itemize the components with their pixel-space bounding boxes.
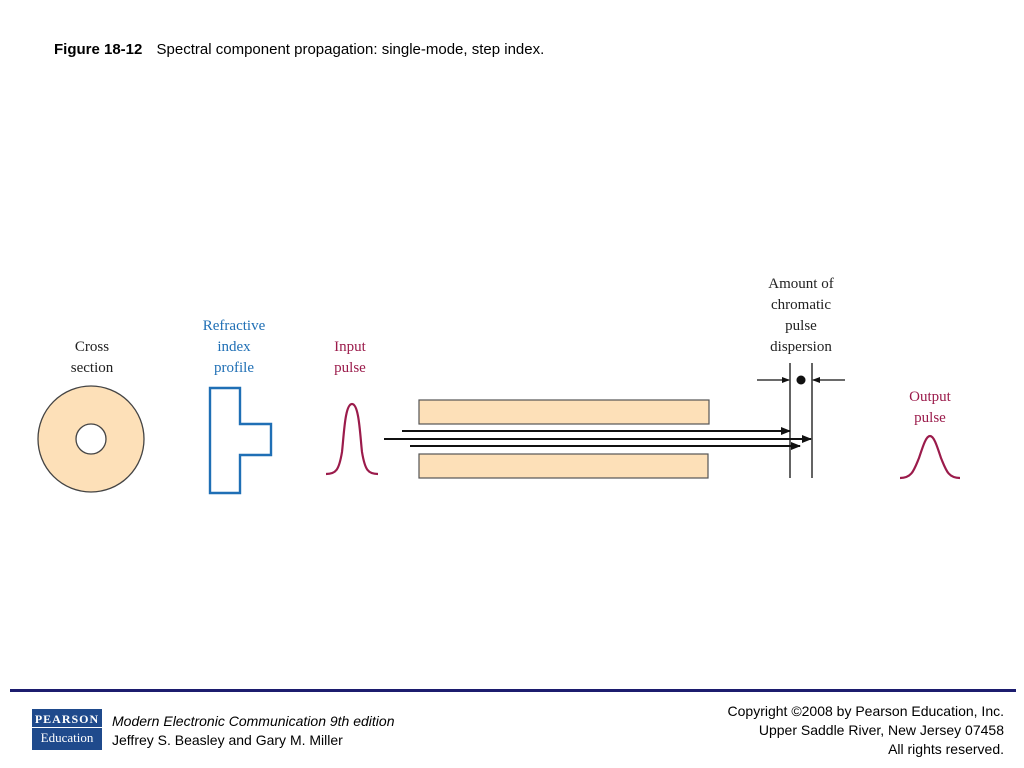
cross-section-label-line2: section — [71, 360, 114, 376]
figure-number: Figure 18-12 — [54, 41, 143, 58]
fiber-lower-cladding — [418, 453, 709, 479]
figure-caption: Figure 18-12 Spectral component propagat… — [54, 41, 544, 58]
refractive-label-line2: index — [217, 339, 251, 355]
input-pulse-label-line2: pulse — [334, 360, 366, 376]
output-pulse-label-line1: Output — [909, 389, 952, 405]
dispersion-label-line2: chromatic — [771, 297, 831, 313]
book-title: Modern Electronic Communication 9th edit… — [112, 713, 395, 729]
refractive-label-line1: Refractive — [203, 318, 266, 334]
logo-bottom-text: Education — [40, 730, 94, 745]
input-pulse-label-line1: Input — [334, 339, 366, 355]
fiber-propagation-diagram: Cross section Refractive index profile I… — [37, 276, 961, 495]
logo-top-text: PEARSON — [34, 712, 100, 726]
refractive-label-line3: profile — [214, 360, 254, 376]
footer-divider — [10, 689, 1016, 692]
copyright-line-1: Copyright ©2008 by Pearson Education, In… — [727, 703, 1004, 719]
pearson-logo: PEARSON Education — [32, 709, 102, 750]
step-index-profile — [208, 386, 273, 495]
output-pulse-waveform — [899, 434, 961, 480]
copyright-line-3: All rights reserved. — [888, 741, 1004, 757]
input-pulse-waveform — [325, 402, 379, 476]
cross-section-label-line1: Cross — [75, 339, 109, 355]
dispersion-label-line3: pulse — [785, 318, 817, 334]
dispersion-label-line1: Amount of — [768, 276, 833, 292]
logo-divider — [32, 727, 102, 728]
copyright-line-2: Upper Saddle River, New Jersey 07458 — [758, 722, 1004, 738]
cross-section-core — [75, 423, 107, 455]
book-authors: Jeffrey S. Beasley and Gary M. Miller — [112, 732, 343, 748]
fiber-upper-cladding — [418, 399, 710, 425]
dispersion-dot — [796, 375, 806, 385]
book-info: Modern Electronic Communication 9th edit… — [112, 712, 394, 750]
copyright-notice: Copyright ©2008 by Pearson Education, In… — [728, 702, 1004, 759]
figure-title: Spectral component propagation: single-m… — [156, 41, 545, 58]
output-pulse-label-line2: pulse — [914, 410, 946, 426]
dispersion-label-line4: dispersion — [770, 339, 832, 355]
